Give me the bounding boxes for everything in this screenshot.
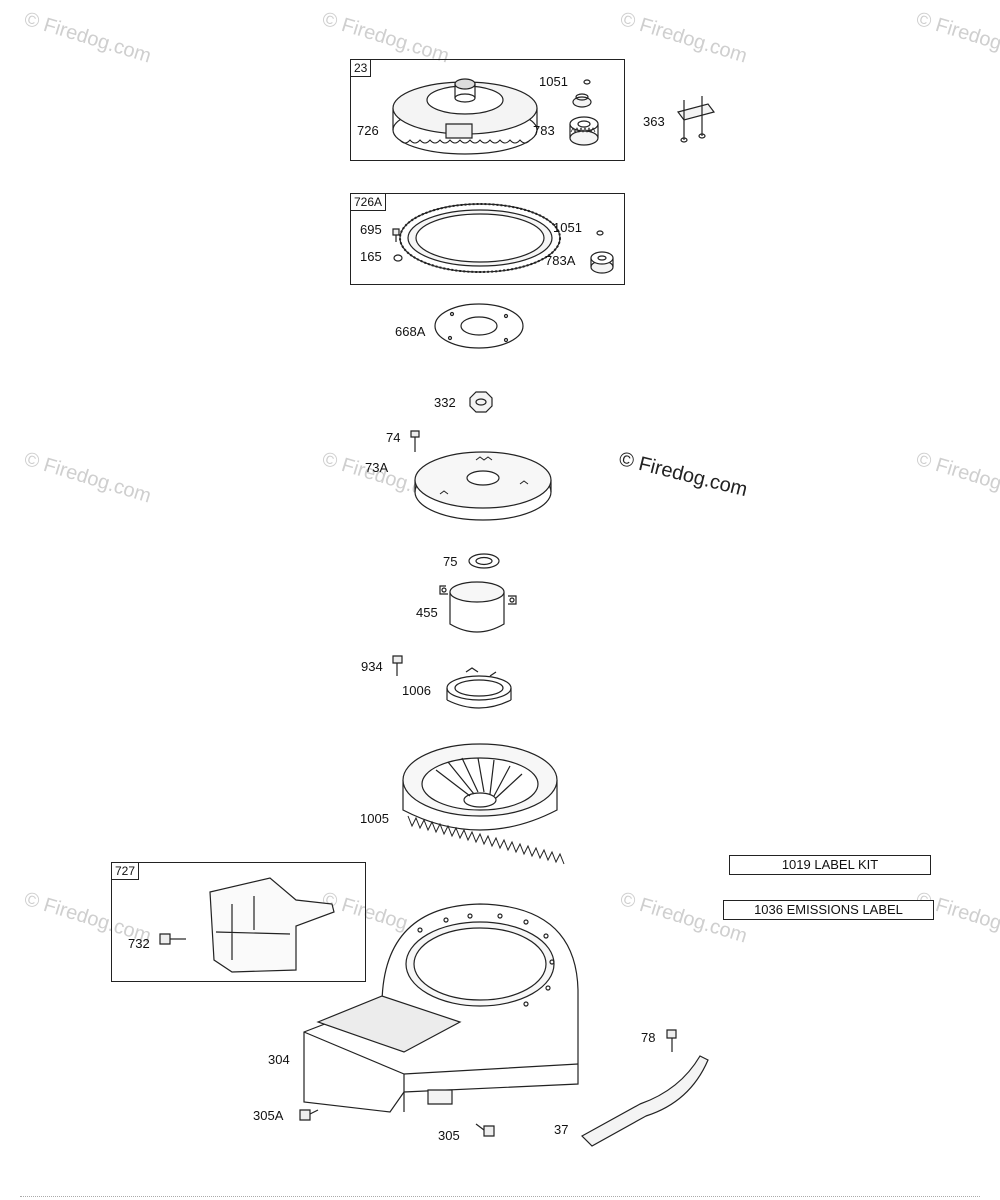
callout-332: 332 (434, 395, 456, 410)
callout-783: 783 (533, 123, 555, 138)
screw-305A (300, 1110, 318, 1120)
group-frame-726A (350, 193, 625, 285)
nut-1051 (573, 80, 591, 107)
guide-37 (582, 1056, 708, 1146)
screw-78 (667, 1030, 676, 1052)
callout-732: 732 (128, 936, 150, 951)
callout-1005: 1005 (360, 811, 389, 826)
screw-695 (393, 229, 399, 242)
housing-304 (304, 904, 578, 1112)
callout-305A: 305A (253, 1108, 284, 1123)
callout-165: 165 (360, 249, 382, 264)
callout-74: 74 (386, 430, 401, 445)
callout-363: 363 (643, 114, 665, 129)
callout-78: 78 (641, 1030, 656, 1045)
group-label-23: 23 (350, 59, 372, 77)
group-frame-727 (111, 862, 366, 982)
screw-732 (160, 934, 186, 944)
group-label-726A: 726A (350, 193, 387, 211)
washer-165 (394, 255, 402, 261)
callout-695: 695 (360, 222, 382, 237)
nut-1051-b (597, 231, 603, 235)
gear-783A (591, 252, 613, 273)
callout-1051: 1051 (539, 74, 568, 89)
nut-332 (470, 392, 492, 412)
flywheel-726 (393, 79, 537, 154)
plate-668A (435, 304, 523, 348)
hub-73A (415, 452, 551, 520)
screw-74 (411, 431, 419, 452)
retainer-1006 (447, 668, 511, 708)
callout-783A: 783A (545, 253, 576, 268)
callout-37: 37 (554, 1122, 569, 1137)
callout-75: 75 (443, 554, 458, 569)
callout-455: 455 (416, 605, 438, 620)
callout-934: 934 (361, 659, 383, 674)
baffle-727 (210, 878, 334, 972)
ring-gear-726A (400, 204, 560, 272)
bottom-divider (20, 1196, 980, 1197)
emissions-label-1036: 1036 EMISSIONS LABEL (723, 900, 934, 920)
screw-934 (393, 656, 402, 676)
callout-304: 304 (268, 1052, 290, 1067)
callout-726: 726 (357, 123, 379, 138)
callout-305: 305 (438, 1128, 460, 1143)
cup-455 (440, 582, 516, 632)
screw-305 (476, 1124, 494, 1136)
group-label-727: 727 (111, 862, 140, 880)
bracket-363 (678, 96, 714, 142)
group-frame-23 (350, 59, 625, 161)
callout-668A: 668A (395, 324, 426, 339)
callout-1006: 1006 (402, 683, 431, 698)
fan-1005 (403, 744, 564, 864)
label-kit-1019: 1019 LABEL KIT (729, 855, 931, 875)
washer-75 (469, 554, 499, 568)
gear-783 (570, 117, 598, 145)
callout-1051-b: 1051 (553, 220, 582, 235)
callout-73A: 73A (365, 460, 389, 475)
